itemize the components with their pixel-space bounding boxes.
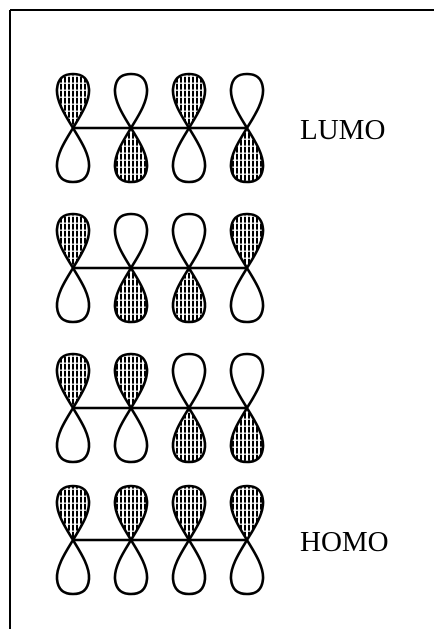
mo-level-3 bbox=[55, 352, 265, 464]
homo-label: HOMO bbox=[300, 526, 389, 558]
orbital-lobe-bottom bbox=[55, 406, 91, 464]
orbital-lobe-top bbox=[55, 484, 91, 542]
orbital-lobe-top bbox=[229, 212, 265, 270]
orbital-lobe-bottom bbox=[171, 406, 207, 464]
orbital-lobe-bottom bbox=[229, 126, 265, 184]
lumo-label: LUMO bbox=[300, 114, 385, 146]
orbital-lobe-top bbox=[171, 484, 207, 542]
orbital-lobe-bottom bbox=[171, 126, 207, 184]
orbital-lobe-bottom bbox=[229, 538, 265, 596]
orbital-lobe-top bbox=[171, 352, 207, 410]
orbital-lobe-bottom bbox=[55, 126, 91, 184]
orbital-lobe-top bbox=[113, 484, 149, 542]
orbital-lobe-top bbox=[55, 352, 91, 410]
mo-level-4 bbox=[55, 484, 265, 596]
orbital-lobe-top bbox=[55, 212, 91, 270]
orbital-lobe-top bbox=[229, 484, 265, 542]
orbital-lobe-bottom bbox=[113, 266, 149, 324]
orbital-lobe-top bbox=[171, 212, 207, 270]
orbital-lobe-bottom bbox=[229, 266, 265, 324]
orbital-lobe-top bbox=[113, 72, 149, 130]
mo-level-2 bbox=[55, 212, 265, 324]
orbital-lobe-top bbox=[55, 72, 91, 130]
mo-level-1 bbox=[55, 72, 265, 184]
orbital-lobe-top bbox=[229, 352, 265, 410]
orbital-lobe-bottom bbox=[113, 126, 149, 184]
orbital-lobe-top bbox=[229, 72, 265, 130]
orbital-lobe-top bbox=[171, 72, 207, 130]
orbital-lobe-bottom bbox=[55, 538, 91, 596]
orbital-lobe-bottom bbox=[171, 266, 207, 324]
orbital-lobe-bottom bbox=[55, 266, 91, 324]
orbital-lobe-top bbox=[113, 212, 149, 270]
orbital-lobe-bottom bbox=[171, 538, 207, 596]
orbital-lobe-bottom bbox=[229, 406, 265, 464]
orbital-lobe-bottom bbox=[113, 406, 149, 464]
orbital-lobe-bottom bbox=[113, 538, 149, 596]
orbital-lobe-top bbox=[113, 352, 149, 410]
